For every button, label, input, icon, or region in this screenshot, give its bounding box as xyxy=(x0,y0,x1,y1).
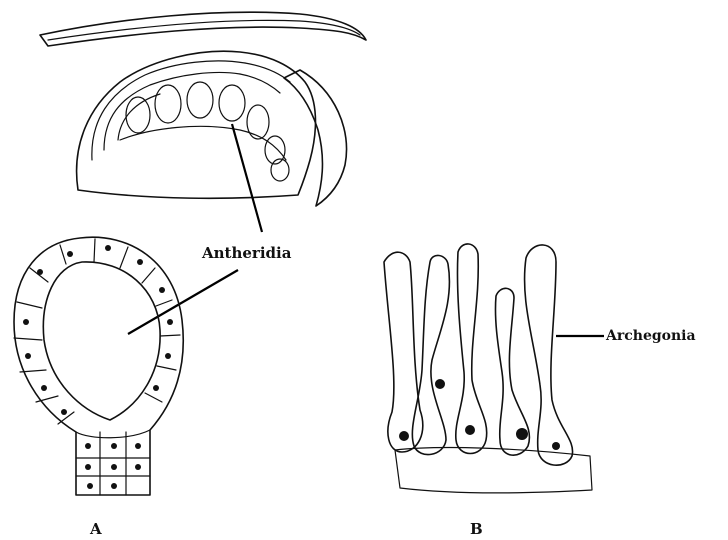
upper-strip xyxy=(40,12,366,46)
antheridial-head-section xyxy=(40,12,366,206)
archegonium xyxy=(412,255,449,454)
archegonia-annotation: Archegonia xyxy=(556,328,696,344)
antheridium xyxy=(187,82,213,118)
spermatogenous-mass xyxy=(43,262,160,420)
panel-label-a: A xyxy=(89,520,102,538)
panel-label-b: B xyxy=(470,520,483,538)
receptacle xyxy=(77,51,316,198)
antheridium xyxy=(126,97,150,133)
archegonium xyxy=(456,244,487,454)
antheridium xyxy=(247,105,269,139)
archegonium xyxy=(525,245,573,465)
leader-line xyxy=(232,124,262,232)
archegonium xyxy=(384,252,423,452)
archegonia-cluster xyxy=(384,244,592,493)
archegonia-label: Archegonia xyxy=(605,328,696,344)
antheridium xyxy=(219,85,245,121)
outer-band xyxy=(284,70,347,206)
antheridium xyxy=(155,85,181,123)
antheridia-label: Antheridia xyxy=(201,244,292,262)
antheridium-detail xyxy=(14,237,183,495)
